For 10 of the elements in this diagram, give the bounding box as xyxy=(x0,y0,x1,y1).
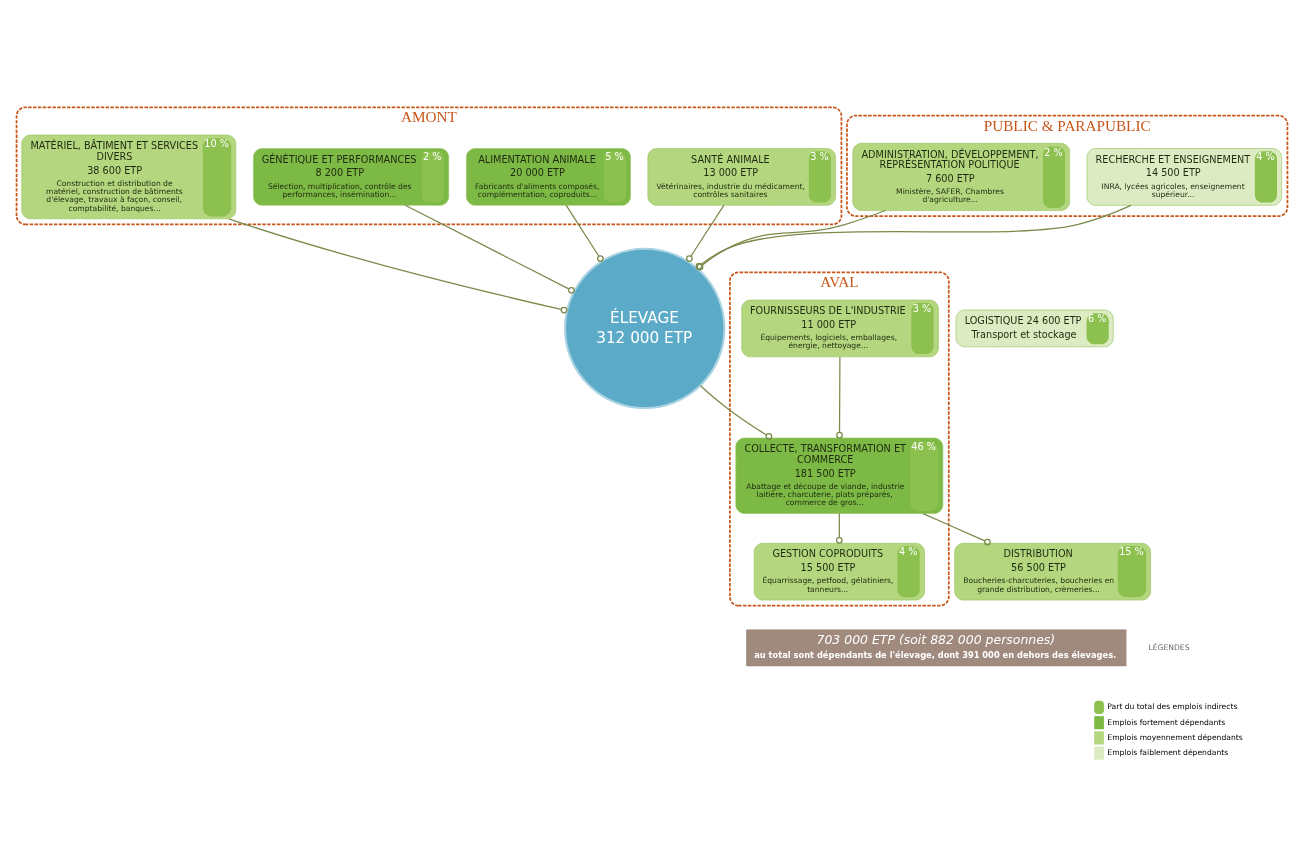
connector xyxy=(922,512,991,546)
connector xyxy=(835,512,843,544)
connector xyxy=(836,356,843,439)
node-circle: ÉLEVAGE 312 000 ETP xyxy=(564,247,726,410)
node-box: 703 000 ETP (soit 882 000 personnes) au total sont dépendants de l'élevage, dont 391 000 en dehors des élevages. xyxy=(746,629,1127,667)
connector xyxy=(228,218,568,314)
connector xyxy=(404,204,575,294)
connector xyxy=(686,204,725,262)
connector xyxy=(565,204,604,262)
connector xyxy=(699,385,773,440)
